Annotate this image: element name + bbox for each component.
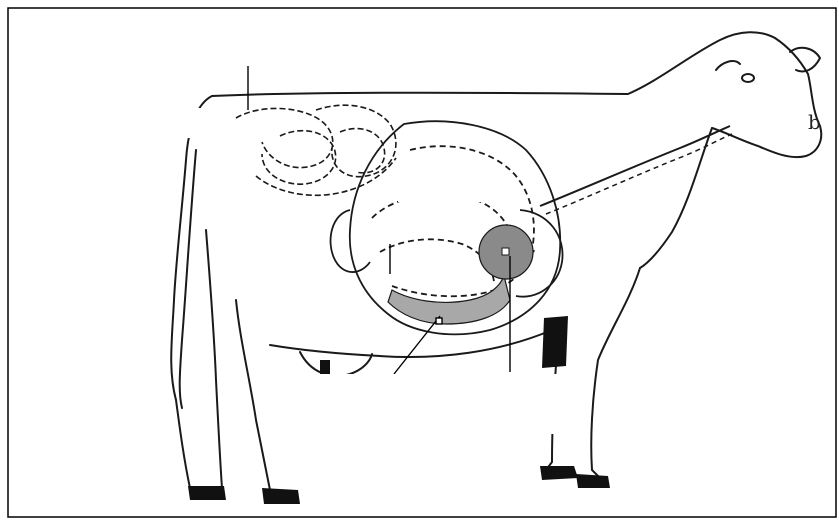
label-box-bottom: [300, 374, 580, 434]
label-box-rumen: [398, 160, 490, 202]
hoof-front-left: [540, 466, 578, 480]
label-box-right: [680, 226, 830, 274]
label-box-top-left: [178, 108, 230, 138]
hoof-rear-right: [262, 488, 300, 504]
leg-shadow-small: [320, 360, 330, 374]
hoof-front-right: [576, 474, 610, 488]
hoof-rear-left: [188, 486, 226, 500]
edge-letter: b: [808, 112, 821, 132]
pointer-abomasum-tip: [436, 318, 442, 324]
omasum-marker: [502, 248, 509, 255]
leg-shadow: [542, 316, 568, 368]
